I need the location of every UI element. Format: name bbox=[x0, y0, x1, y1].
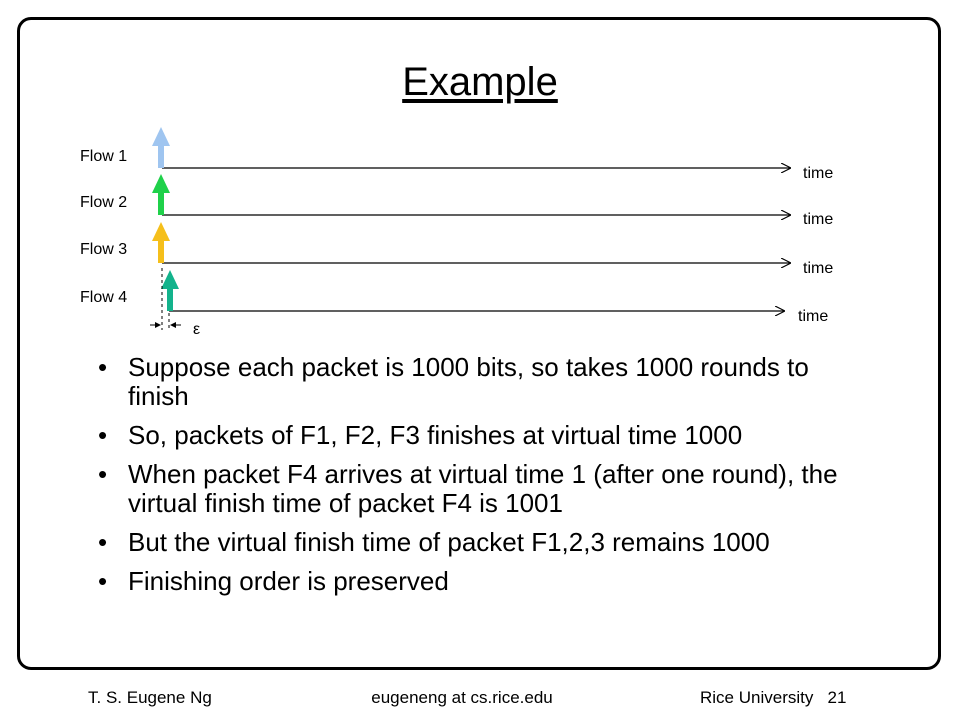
slide-frame bbox=[17, 17, 941, 670]
page-number: 21 bbox=[827, 688, 847, 707]
epsilon-label: ε bbox=[193, 321, 200, 338]
bullet-item: But the virtual finish time of packet F1… bbox=[88, 528, 868, 558]
flow-2-time-label: time bbox=[803, 211, 833, 228]
flow-3-packet-arrow bbox=[152, 222, 170, 263]
flow-4-time-label: time bbox=[798, 308, 828, 325]
flow-3-label: Flow 3 bbox=[80, 241, 127, 258]
flow-3-time-label: time bbox=[803, 260, 833, 277]
flow-1-label: Flow 1 bbox=[80, 148, 127, 165]
flow-2-label: Flow 2 bbox=[80, 194, 127, 211]
bullet-item: Suppose each packet is 1000 bits, so tak… bbox=[88, 353, 868, 411]
bullet-item: When packet F4 arrives at virtual time 1… bbox=[88, 460, 868, 518]
flow-1-packet-arrow bbox=[152, 127, 170, 168]
flow-4-packet-arrow bbox=[161, 270, 179, 311]
footer-institution: Rice University bbox=[700, 688, 814, 707]
slide-title: Example bbox=[402, 60, 558, 104]
footer-institution-page: Rice University 21 bbox=[700, 688, 846, 708]
epsilon-left-arrow bbox=[150, 322, 161, 328]
bullet-item: So, packets of F1, F2, F3 finishes at vi… bbox=[88, 421, 868, 451]
flow-2-packet-arrow bbox=[152, 174, 170, 215]
footer-email: eugeneng at cs.rice.edu bbox=[371, 688, 553, 707]
footer-author: T. S. Eugene Ng bbox=[88, 688, 212, 707]
flow-4-label: Flow 4 bbox=[80, 289, 127, 306]
bullet-item: Finishing order is preserved bbox=[88, 567, 868, 597]
epsilon-right-arrow bbox=[170, 322, 181, 328]
flow-1-time-label: time bbox=[803, 165, 833, 182]
bullet-list: Suppose each packet is 1000 bits, so tak… bbox=[88, 353, 868, 606]
